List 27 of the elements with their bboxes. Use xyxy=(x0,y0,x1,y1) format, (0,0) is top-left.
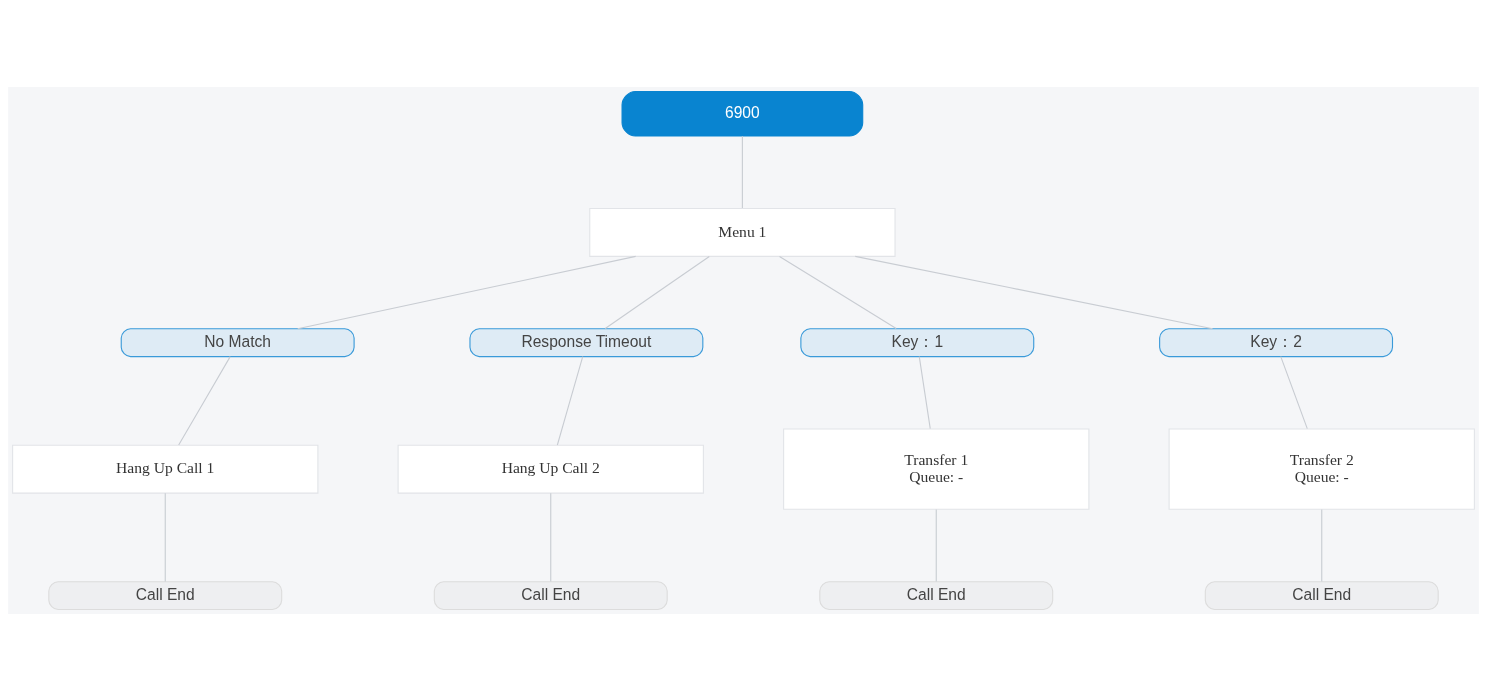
node-box: Call End xyxy=(819,580,1054,610)
node-box: Transfer 2 Queue: - xyxy=(1168,428,1475,510)
connector xyxy=(778,255,897,329)
connector xyxy=(1321,508,1323,582)
node-box: Key：2 xyxy=(1159,327,1394,357)
node-box: Menu 1 xyxy=(589,207,896,257)
node-box: No Match xyxy=(120,327,355,357)
connector xyxy=(741,135,743,209)
connector xyxy=(556,355,584,446)
node-box: Hang Up Call 2 xyxy=(397,444,704,494)
node-box: Response Timeout xyxy=(469,327,704,357)
connector xyxy=(297,255,637,329)
node-box: Call End xyxy=(48,580,283,610)
node-box: Call End xyxy=(1204,580,1439,610)
node-box: 6900 xyxy=(621,90,864,137)
connector xyxy=(604,255,710,329)
connector xyxy=(918,355,931,429)
connector xyxy=(550,492,552,582)
node-box: Hang Up Call 1 xyxy=(12,444,319,494)
connector xyxy=(164,492,166,582)
node-box: Key：1 xyxy=(800,327,1035,357)
node-box: Call End xyxy=(433,580,668,610)
node-box: Transfer 1 Queue: - xyxy=(783,428,1090,510)
connector xyxy=(935,508,937,582)
connector xyxy=(178,355,231,446)
connector xyxy=(1280,355,1308,429)
connector xyxy=(854,255,1214,329)
